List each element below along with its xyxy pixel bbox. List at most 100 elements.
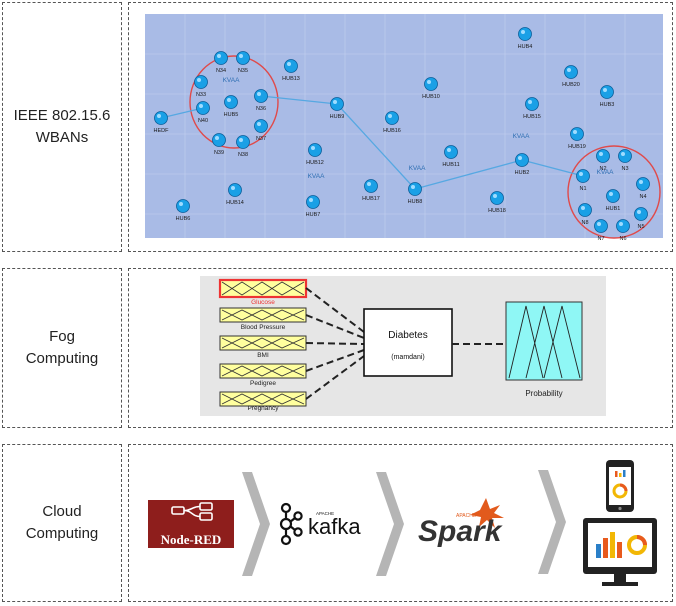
- wban-node: HUB15: [523, 97, 541, 120]
- nodered-label: Node-RED: [161, 532, 222, 547]
- layer-label-box-fog: [2, 268, 122, 428]
- kafka-label: kafka: [308, 514, 361, 539]
- wban-node-highlight: [333, 100, 337, 104]
- wban-node: HUB1: [606, 189, 621, 212]
- cloud-panel: [128, 444, 673, 602]
- wban-node: HUB2: [515, 153, 529, 176]
- wban-link: [336, 103, 416, 190]
- wban-node-icon: [330, 97, 344, 111]
- wban-node-icon: [154, 111, 168, 125]
- wban-node-label: HEDF: [154, 128, 170, 134]
- wban-node: HUB11: [442, 145, 460, 168]
- wban-node-label: N33: [196, 92, 206, 98]
- phone-icon: [606, 460, 634, 512]
- wban-node-highlight: [581, 206, 585, 210]
- wban-node: N4: [636, 177, 650, 200]
- fis-input-glucose-label: Glucose: [251, 299, 275, 306]
- wban-node-icon: [594, 219, 608, 233]
- wban-node: N39: [212, 133, 226, 156]
- wban-node: N40: [196, 101, 210, 124]
- wban-node: HUB9: [330, 97, 345, 120]
- wban-node-highlight: [573, 130, 577, 134]
- wban-node-highlight: [231, 186, 235, 190]
- wban-node-label: HUB8: [408, 199, 423, 205]
- monitor-icon: [583, 518, 657, 586]
- wban-node-label: N2: [599, 166, 606, 172]
- fis-output-label: Probability: [525, 389, 562, 398]
- fis-system-box: [363, 308, 453, 377]
- wban-node-icon: [518, 27, 532, 41]
- wban-node: HUB18: [488, 191, 506, 214]
- wban-node-icon: [490, 191, 504, 205]
- wban-node-icon: [196, 101, 210, 115]
- wban-node-label: HUB19: [568, 144, 586, 150]
- cluster-ring-right: [567, 145, 661, 239]
- kafka-logo: APACHE kafka: [279, 502, 361, 546]
- wban-node-label: HUB3: [600, 102, 615, 108]
- wban-node: HUB13: [282, 59, 300, 82]
- fis-input-connectors: [305, 287, 365, 400]
- wban-node: HUB14: [226, 183, 244, 206]
- wban-node: HUB10: [422, 77, 440, 100]
- wban-node-label: HUB14: [226, 200, 244, 206]
- wban-node-icon: [525, 97, 539, 111]
- kafka-small-label: APACHE: [316, 511, 334, 516]
- wban-node-label: HUB9: [330, 114, 345, 120]
- wban-node-icon: [408, 182, 422, 196]
- wban-node: N1: [576, 169, 590, 192]
- wban-node-icon: [618, 149, 632, 163]
- wban-node-icon: [212, 133, 226, 147]
- wban-node-highlight: [217, 54, 221, 58]
- wban-node-label: N3: [621, 166, 628, 172]
- wban-node-label: HUB20: [562, 82, 580, 88]
- wban-node-highlight: [603, 88, 607, 92]
- layer-label-fog-line1: Fog: [49, 328, 75, 346]
- wban-node-label: N8: [581, 220, 588, 226]
- wban-node-highlight: [257, 92, 261, 96]
- wban-node-icon: [444, 145, 458, 159]
- wban-node-icon: [254, 119, 268, 133]
- cloud-pipeline-diagram: Node-RED APACHE kafka APACHE Spark: [148, 460, 657, 586]
- wban-node-highlight: [367, 182, 371, 186]
- wban-node-label: HUB1: [606, 206, 621, 212]
- fis-system-type: (mamdani): [391, 354, 424, 361]
- wban-node-icon: [385, 111, 399, 125]
- spark-label: Spark: [418, 515, 503, 548]
- wban-node-label: HUB18: [488, 208, 506, 214]
- wban-node: HUB7: [306, 195, 321, 218]
- wban-node-icon: [578, 203, 592, 217]
- wban-node-label: N6: [619, 236, 626, 242]
- wban-node: N5: [634, 207, 648, 230]
- wban-node-icon: [576, 169, 590, 183]
- wban-node: HUB3: [600, 85, 615, 108]
- layer-label-fog-line2: Computing: [25, 350, 99, 367]
- layer-label-wban-line1: IEEE 802.15.6: [13, 107, 111, 125]
- wban-node-icon: [616, 219, 630, 233]
- wban-node-icon: [306, 195, 320, 209]
- wban-node-highlight: [599, 152, 603, 156]
- wban-node-label: HUB4: [518, 44, 533, 50]
- wban-node-highlight: [309, 198, 313, 202]
- wban-node-icon: [570, 127, 584, 141]
- wban-node-icon: [596, 149, 610, 163]
- wban-node-label: N38: [238, 152, 248, 158]
- wban-node-icon: [564, 65, 578, 79]
- wban-node-label: HUB6: [176, 216, 191, 222]
- wban-node-icon: [228, 183, 242, 197]
- wban-node: HEDF: [154, 111, 170, 134]
- wban-node: N2: [596, 149, 610, 172]
- wban-node: N37: [254, 119, 268, 142]
- wban-node-label: HUB7: [306, 212, 321, 218]
- wban-node-highlight: [447, 148, 451, 152]
- wban-node-icon: [176, 199, 190, 213]
- wban-node-icon: [606, 189, 620, 203]
- fis-input-bmi: BMI: [219, 335, 307, 359]
- wban-node-icon: [254, 89, 268, 103]
- wban-node: HUB5: [224, 95, 238, 118]
- wban-node-label: HUB10: [422, 94, 440, 100]
- fis-output-probability: Probability: [505, 301, 583, 398]
- wban-node-highlight: [609, 192, 613, 196]
